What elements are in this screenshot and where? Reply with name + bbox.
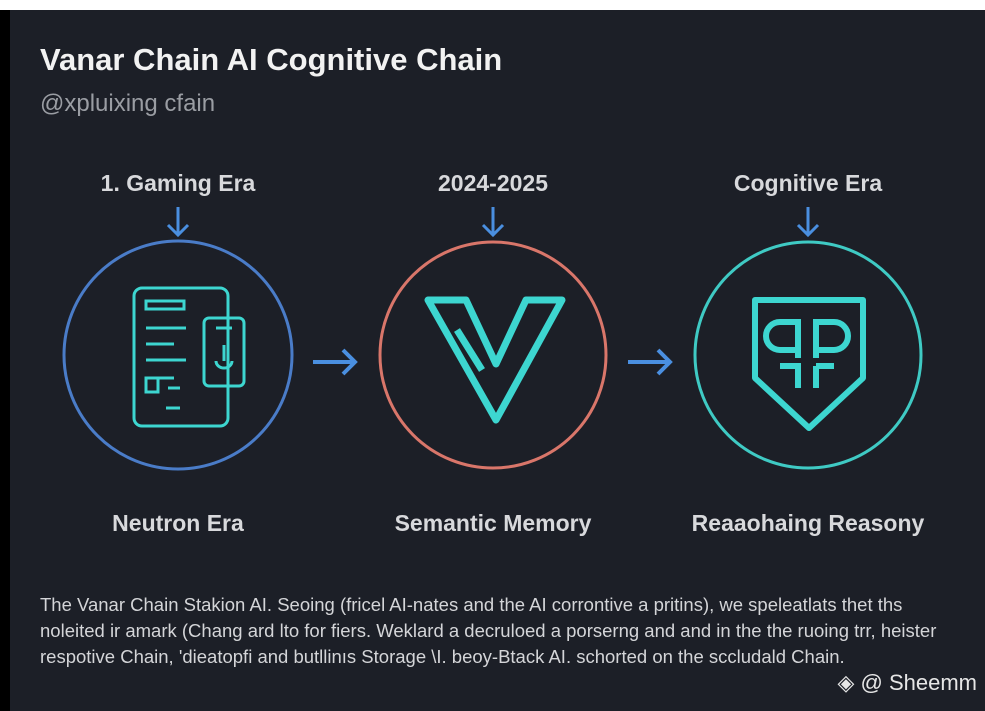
infographic-card: Vanar Chain AI Cognitive Chain @xpluixin… (10, 10, 985, 711)
stage-2-bottom-label: Semantic Memory (394, 510, 592, 536)
stage-diagram (62, 207, 923, 471)
stage-1-top-label: 1. Gaming Era (100, 170, 256, 196)
stage-3-ring (693, 240, 923, 470)
page-title: Vanar Chain AI Cognitive Chain (40, 42, 503, 77)
v-chevron-icon (424, 296, 566, 424)
stage-2-ring (378, 240, 608, 470)
shield-glyph-icon (752, 297, 866, 431)
stage-3-bottom-label: Reaaohaing Reasony (691, 510, 925, 536)
right-arrow-icon (628, 348, 673, 376)
stage-3-top-label: Cognitive Era (733, 170, 883, 196)
down-arrow-icon (166, 207, 190, 238)
stage-1-bottom-label: Neutron Era (112, 510, 244, 536)
description-text: The Vanar Chain Stakion AI. Seoing (fric… (40, 594, 937, 667)
mobile-app-icon (132, 286, 246, 428)
stage-2-top-label: 2024-2025 (438, 170, 548, 196)
down-arrow-icon (481, 207, 505, 238)
right-arrow-icon (313, 348, 358, 376)
binance-logo-icon: ◈ (837, 670, 861, 695)
down-arrow-icon (796, 207, 820, 238)
watermark: ◈ @ Sheemm (837, 670, 977, 696)
top-bar (0, 0, 985, 10)
subtitle: @xpluixing cfain (40, 90, 216, 117)
stage-1-ring (62, 239, 294, 471)
watermark-handle: @ Sheemm (860, 670, 977, 695)
